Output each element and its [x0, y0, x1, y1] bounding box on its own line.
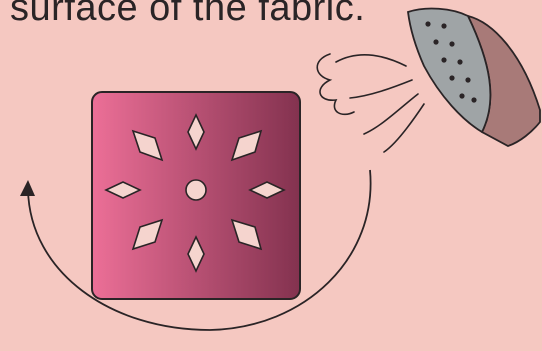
center-dot	[186, 180, 206, 200]
steam-icon	[317, 54, 424, 152]
arrowhead	[20, 180, 35, 196]
fabric-swatch-icon	[92, 92, 300, 299]
iron-icon	[408, 9, 540, 146]
